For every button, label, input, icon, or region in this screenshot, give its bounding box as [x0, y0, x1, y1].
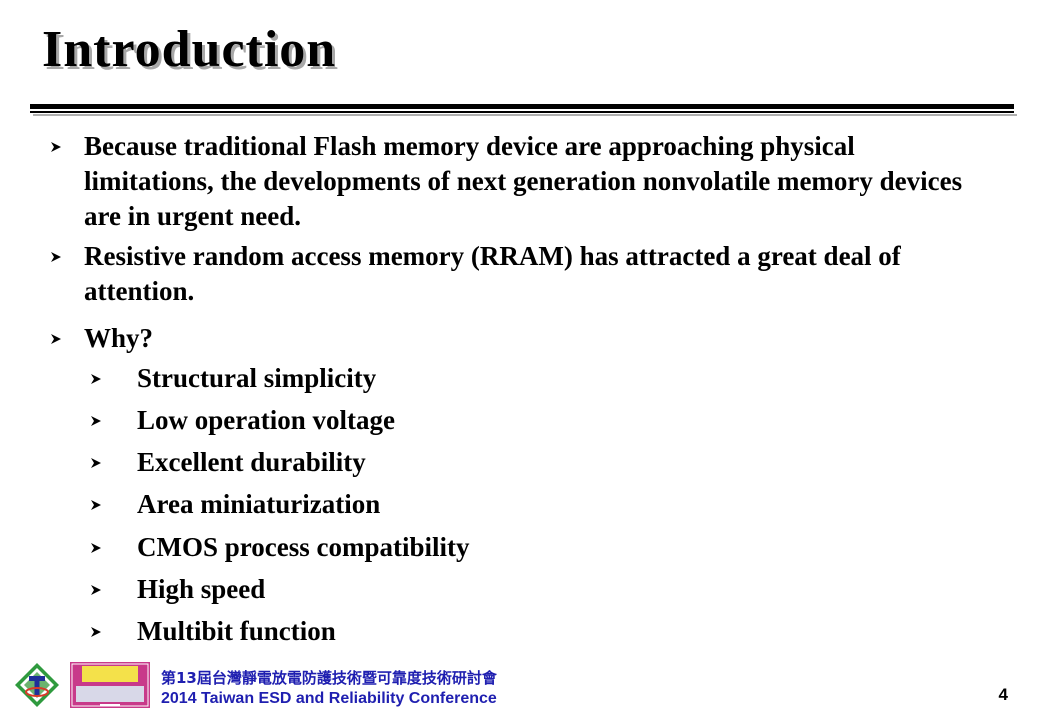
list-item: Area miniaturization [90, 487, 970, 522]
list-item: Because traditional Flash memory device … [50, 129, 990, 234]
bullet-text: High speed [137, 574, 266, 604]
list-item: Why? [50, 321, 990, 356]
list-item: CMOS process compatibility [90, 530, 970, 565]
bullet-list: Because traditional Flash memory device … [50, 129, 990, 649]
arrowhead-right-icon [50, 321, 64, 356]
arrowhead-right-icon [90, 445, 104, 480]
conference-name-zh: 第13屆台灣靜電放電防護技術暨可靠度技術研討會 [161, 669, 497, 687]
arrowhead-right-icon [90, 530, 104, 565]
page-number: 4 [998, 685, 1008, 704]
list-item: Structural simplicity [90, 361, 970, 396]
title-divider-thin [30, 111, 1014, 113]
arrowhead-right-icon [90, 403, 104, 438]
bullet-text: Multibit function [137, 616, 336, 646]
title-divider-shadow [33, 114, 1017, 116]
bullet-text: Why? [84, 323, 154, 353]
esd-industry-alliance-logo [70, 662, 150, 708]
arrowhead-right-icon [90, 614, 104, 649]
bullet-text: Low operation voltage [137, 405, 395, 435]
arrowhead-right-icon [90, 572, 104, 607]
list-item: Low operation voltage [90, 403, 970, 438]
arrowhead-right-icon [90, 361, 104, 396]
list-item: Multibit function [90, 614, 970, 649]
list-item: High speed [90, 572, 970, 607]
bullet-text: Because traditional Flash memory device … [84, 131, 963, 231]
arrowhead-right-icon [90, 487, 104, 522]
tesda-diamond-logo [15, 663, 59, 707]
list-item: Resistive random access memory (RRAM) ha… [50, 239, 990, 309]
bullet-text: Resistive random access memory (RRAM) ha… [84, 241, 901, 306]
bullet-text: Area miniaturization [137, 489, 381, 519]
bullet-text: Excellent durability [137, 447, 366, 477]
arrowhead-right-icon [50, 129, 64, 164]
conference-name-en: 2014 Taiwan ESD and Reliability Conferen… [161, 690, 497, 707]
arrowhead-right-icon [50, 239, 64, 274]
title-divider [30, 104, 1014, 109]
list-item: Excellent durability [90, 445, 970, 480]
bullet-text: Structural simplicity [137, 363, 377, 393]
bullet-text: CMOS process compatibility [137, 532, 470, 562]
slide-title: Introduction [42, 21, 337, 78]
